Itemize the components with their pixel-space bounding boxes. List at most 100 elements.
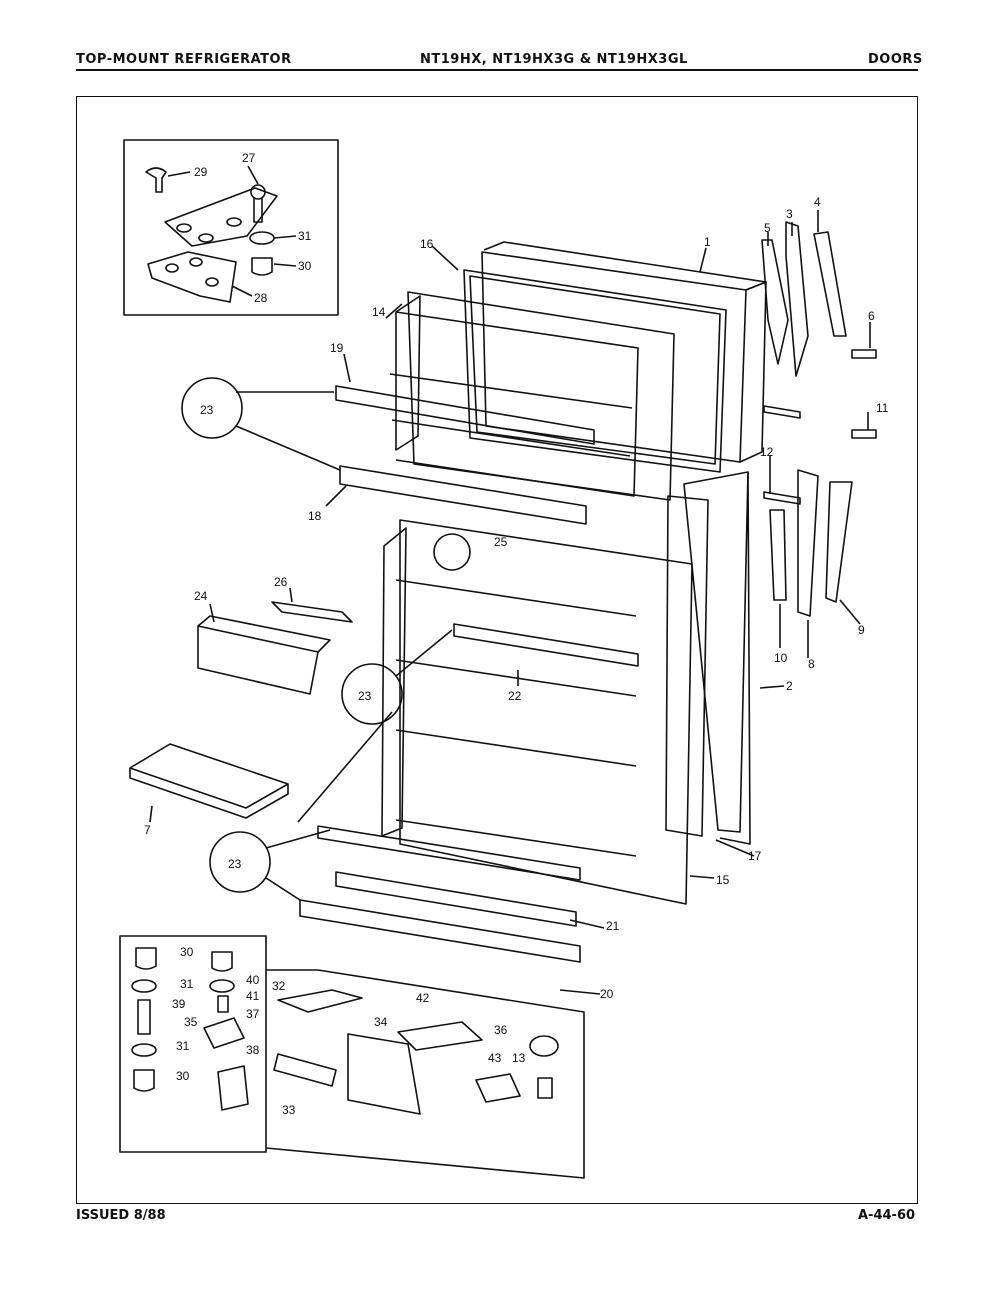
part-34-plate <box>347 1033 421 1115</box>
callout-23-middle: 23 <box>358 689 372 703</box>
part-22-rail <box>453 623 639 667</box>
callout-22: 22 <box>508 689 522 703</box>
callout-23-bottom: 23 <box>228 857 242 871</box>
part-30-bushing-a <box>135 947 157 970</box>
callout-20: 20 <box>600 987 614 1001</box>
part-30-bushing-b <box>133 1069 155 1092</box>
part-13-screw <box>537 1077 553 1099</box>
part-39-bolt <box>217 995 229 1013</box>
detail-23-top <box>181 377 243 439</box>
part-2-fresh-food-door <box>683 471 749 833</box>
part-9-trim <box>825 481 853 603</box>
part-8-hinge <box>797 469 819 617</box>
callout-14: 14 <box>372 305 386 319</box>
callout-30-a: 30 <box>180 945 194 959</box>
part-7-egg-tray <box>129 743 289 809</box>
footer-issued: ISSUED 8/88 <box>76 1208 166 1223</box>
callout-16: 16 <box>420 237 434 251</box>
callout-21: 21 <box>606 919 620 933</box>
callout-29: 29 <box>194 165 208 179</box>
callout-38: 38 <box>246 1043 260 1057</box>
part-36-cap <box>529 1035 559 1057</box>
part-18-shelf-bar <box>339 465 587 525</box>
callout-31-b: 31 <box>176 1039 190 1053</box>
part-30-bushing <box>251 257 273 276</box>
callout-27: 27 <box>242 151 256 165</box>
callout-40: 40 <box>246 973 260 987</box>
callout-12: 12 <box>760 445 774 459</box>
part-17-gasket <box>665 495 709 837</box>
callout-9: 9 <box>858 623 865 637</box>
detail-25 <box>433 533 471 571</box>
part-20-shelf-bar <box>299 899 581 963</box>
part-15-fresh-food-liner <box>399 519 693 905</box>
part-21-shelf-bar <box>335 871 577 927</box>
callout-28: 28 <box>254 291 268 305</box>
detail-23-middle <box>341 663 403 725</box>
callout-31-top: 31 <box>298 229 312 243</box>
part-30-bushing-c <box>211 951 233 972</box>
part-10-hinge <box>769 509 787 601</box>
callout-24: 24 <box>194 589 208 603</box>
callout-13: 13 <box>512 1051 526 1065</box>
part-42-hinge <box>397 1021 483 1051</box>
callout-33: 33 <box>282 1103 296 1117</box>
part-16-gasket <box>463 269 727 473</box>
part-3-hinge <box>785 221 809 377</box>
footer-page-code: A-44-60 <box>858 1208 916 1223</box>
part-37-bracket <box>203 1017 245 1049</box>
callout-2: 2 <box>786 679 793 693</box>
part-31-washer-b <box>131 1043 157 1057</box>
part-5-trim <box>761 239 789 365</box>
callout-18: 18 <box>308 509 322 523</box>
part-28-shim <box>147 251 237 303</box>
callout-43: 43 <box>488 1051 502 1065</box>
part-19-shelf-bar <box>335 385 595 445</box>
callout-23-top: 23 <box>200 403 214 417</box>
callout-6: 6 <box>868 309 875 323</box>
part-31-washer-a <box>131 979 157 993</box>
callout-10: 10 <box>774 651 788 665</box>
part-24-butter-dish <box>197 625 319 695</box>
part-12-shim <box>763 405 801 419</box>
callout-42: 42 <box>416 991 430 1005</box>
diagram-frame <box>76 96 918 1204</box>
part-4-trim <box>813 231 847 337</box>
callout-34: 34 <box>374 1015 388 1029</box>
callout-41: 41 <box>246 989 260 1003</box>
callout-1: 1 <box>704 235 711 249</box>
callout-30-top: 30 <box>298 259 312 273</box>
callout-19: 19 <box>330 341 344 355</box>
callout-3: 3 <box>786 207 793 221</box>
part-43-bracket <box>475 1073 521 1103</box>
part-14-freezer-liner <box>407 291 675 501</box>
part-31-washer <box>249 231 275 245</box>
callout-4: 4 <box>814 195 821 209</box>
header-models: NT19HX, NT19HX3G & NT19HX3GL <box>420 52 688 67</box>
callout-39: 39 <box>172 997 186 1011</box>
part-40-washer <box>209 979 235 993</box>
callout-30-b: 30 <box>176 1069 190 1083</box>
part-29-screw <box>145 167 167 193</box>
part-38-bracket <box>217 1065 249 1111</box>
callout-17: 17 <box>748 849 762 863</box>
callout-32: 32 <box>272 979 286 993</box>
header-rule <box>76 69 918 71</box>
part-11-plug <box>851 429 877 439</box>
callout-7: 7 <box>144 823 151 837</box>
part-33-plate <box>273 1053 337 1087</box>
callout-15: 15 <box>716 873 730 887</box>
header-section: DOORS <box>868 52 923 67</box>
callout-26: 26 <box>274 575 288 589</box>
part-27-hinge <box>164 187 278 247</box>
callout-35: 35 <box>184 1015 198 1029</box>
callout-37: 37 <box>246 1007 260 1021</box>
callout-11: 11 <box>876 401 889 415</box>
callout-36: 36 <box>494 1023 508 1037</box>
inset-bottom-hinge <box>119 935 267 1153</box>
callout-25: 25 <box>494 535 508 549</box>
inset-hinge-detail <box>123 139 339 316</box>
part-35-pin <box>137 999 151 1035</box>
detail-23-bottom <box>209 831 271 893</box>
